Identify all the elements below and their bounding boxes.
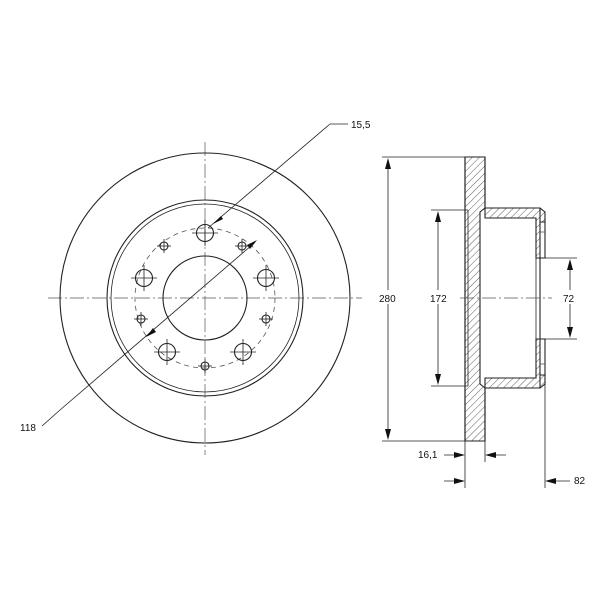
outer-diameter-dimension: 280 (379, 294, 396, 305)
dim-172-arrow-bottom (435, 374, 441, 385)
side-view (460, 156, 552, 442)
hole-center-marks (131, 220, 279, 373)
dim-82-arrow-left (454, 478, 465, 484)
bolt-hole-dimension: 15,5 (351, 120, 371, 131)
height-dimension: 82 (574, 476, 586, 487)
dim-16-arrow-right (485, 452, 496, 458)
hat-outer-edge (106, 199, 304, 397)
dim-72-gap (561, 290, 579, 304)
pcd-dimension: 118 (20, 423, 36, 434)
dim-280-gap (379, 290, 401, 304)
dim-72-arrow-bottom (567, 327, 573, 338)
center-bore-dimension: 72 (563, 294, 575, 305)
hat-wall-top-section (484, 207, 546, 259)
pcd-arrow-end (247, 240, 257, 249)
dim-172-arrow-top (435, 211, 441, 222)
inner-diameter-dimension: 172 (430, 294, 447, 305)
dim-72-arrow-top (567, 259, 573, 270)
pcd-arrow-start (146, 328, 156, 337)
thickness-dimension: 16,1 (418, 450, 438, 461)
dim-172-gap (429, 290, 451, 304)
outer-disc-edge (59, 152, 351, 444)
dim-280-arrow-bottom (385, 429, 391, 440)
pcd-leader (59, 244, 253, 411)
hat-wall-bottom-section (484, 338, 546, 389)
side-dimensions: 280 172 72 16,1 82 (379, 156, 586, 488)
dim-82-arrow-right (545, 478, 556, 484)
bolt-hole-arrow (213, 216, 223, 224)
hat-inner-edge (110, 203, 300, 393)
dim-280-arrow-top (385, 158, 391, 169)
center-bore (162, 255, 248, 341)
dim-16-arrow-left (454, 452, 465, 458)
friction-ring-section (464, 156, 486, 442)
front-view: 15,5 118 (20, 120, 371, 455)
bolt-hole-leader (207, 123, 331, 229)
pcd-leader-tail (41, 409, 61, 427)
